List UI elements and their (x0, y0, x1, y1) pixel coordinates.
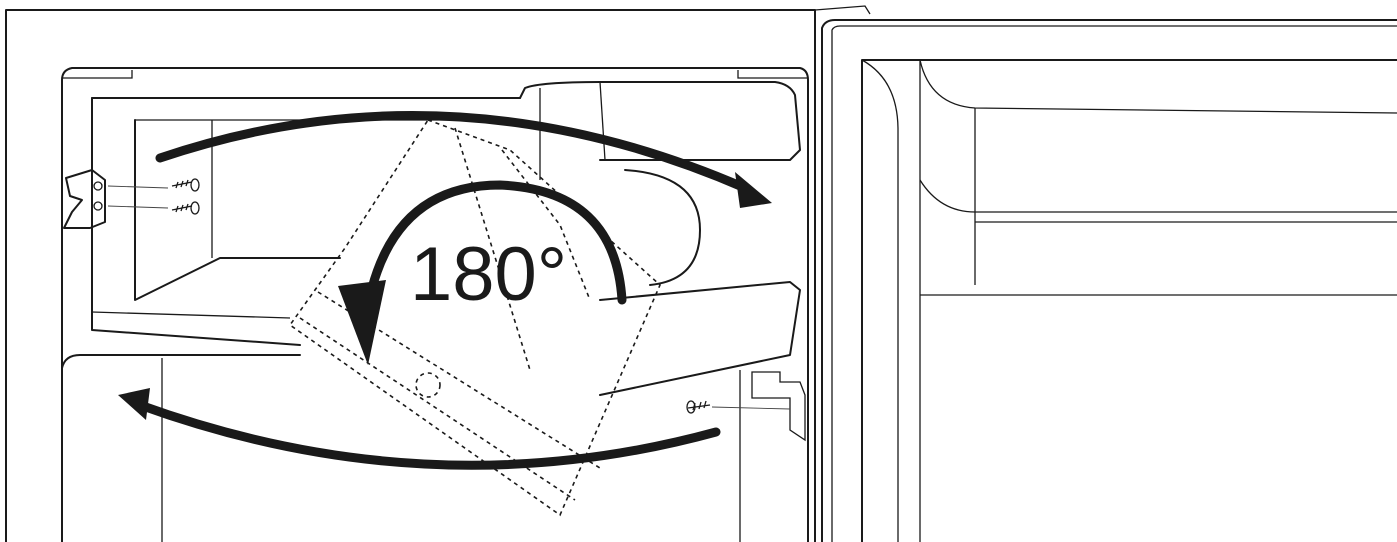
rotation-arrow-icon (155, 111, 772, 208)
screw-icon (171, 201, 200, 215)
rotation-arrow-icon (338, 180, 627, 365)
hinge-bracket-icon (63, 169, 169, 229)
screw-icon (171, 178, 200, 192)
top-cover (91, 81, 801, 396)
door-panel (821, 19, 1397, 542)
rotated-cover-outline (288, 119, 661, 517)
rotation-angle-label: 180° (410, 232, 567, 317)
lower-compartment (61, 354, 806, 542)
rotation-arrow-icon (118, 388, 721, 470)
cabinet-body (5, 5, 871, 542)
screw-icon (686, 400, 791, 414)
